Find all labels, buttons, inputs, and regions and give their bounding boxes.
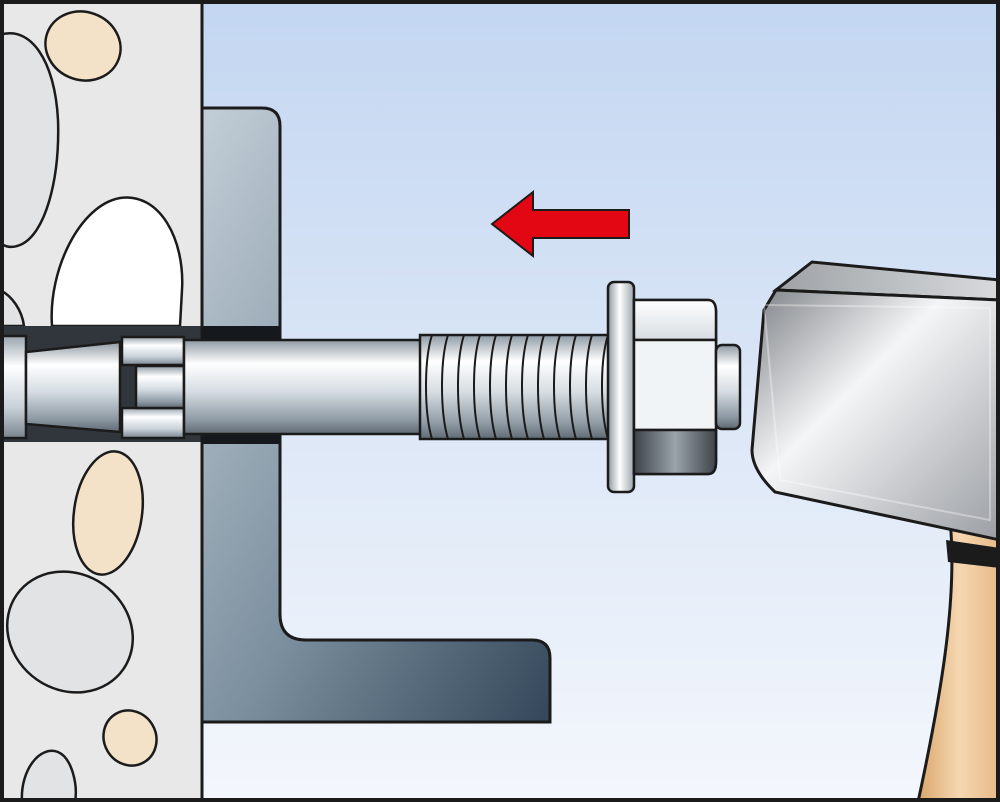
pebble xyxy=(102,709,158,767)
hammer-head xyxy=(750,288,1000,542)
direction-arrow-left-icon xyxy=(490,189,630,259)
pebble xyxy=(0,32,60,249)
pebble xyxy=(5,570,135,694)
thread-lines xyxy=(425,334,609,440)
pebble xyxy=(50,196,184,328)
hammer xyxy=(750,260,1000,802)
washer xyxy=(606,280,636,494)
threaded-section xyxy=(418,333,617,441)
pebble xyxy=(44,10,122,82)
expansion-clip xyxy=(120,406,186,440)
anchor-bolt xyxy=(0,333,617,441)
bolt-tip xyxy=(714,343,742,431)
pebble xyxy=(71,450,145,576)
hex-nut xyxy=(632,298,742,476)
pebble xyxy=(20,749,77,802)
expansion-clip xyxy=(120,335,186,367)
